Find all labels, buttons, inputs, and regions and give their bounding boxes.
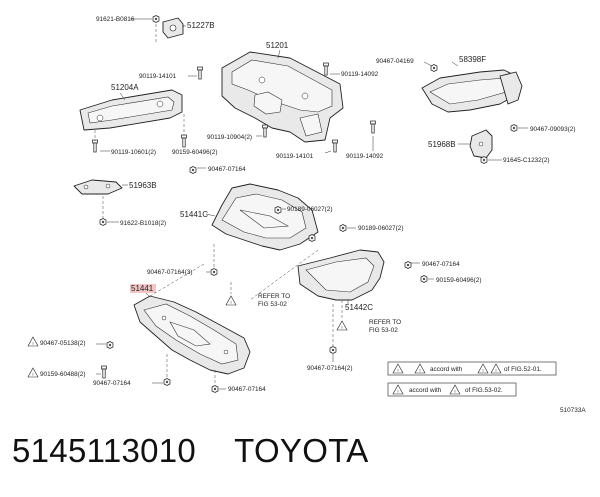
refer-label-right-line2: FIG 53-02	[369, 327, 398, 334]
label-90119-14101: 90119-14101	[139, 73, 177, 80]
label-90119-10904: 90119-10904(2)	[207, 134, 252, 141]
figure-code: 510733A	[560, 407, 586, 414]
bolt-90119-10601	[92, 130, 110, 153]
label-90467-04169: 90467-04169	[376, 58, 414, 65]
legend-row1-accord: accord with	[430, 366, 463, 373]
label-90159-60496-a: 90159-60496(2)	[172, 149, 217, 156]
legend-row1-fig: of FIG.52-01.	[504, 366, 542, 373]
clip-90467-07164-d	[152, 354, 171, 386]
label-51441: 51441	[131, 284, 154, 293]
bracket-51968b	[458, 129, 493, 159]
under-cover-51442c	[297, 249, 385, 304]
clip-90467-07164-b	[206, 244, 218, 276]
clip-90467-04169	[423, 61, 438, 72]
legend-box: accord with of FIG.52-01. accord with of…	[387, 361, 557, 397]
bolt-90119-14101	[188, 66, 203, 80]
legend-row2-accord: accord with	[409, 387, 442, 394]
label-90119-14092-b: 90119-14092	[346, 153, 384, 160]
label-90159-60488: 90159-60488(2)	[40, 371, 85, 378]
label-90467-05138: 90467-05138(2)	[40, 340, 85, 347]
label-90189-06027-b: 90189-06027(2)	[358, 225, 403, 232]
label-51227b: 51227B	[187, 21, 215, 30]
clip-90467-09093	[510, 124, 528, 132]
clip-90189-06027-b	[308, 224, 356, 242]
bolt-90119-14092	[323, 62, 340, 76]
crossmember-51201	[221, 49, 344, 143]
bolt-90119-14092-b	[370, 120, 376, 151]
label-51963b: 51963B	[129, 181, 157, 190]
refer-label-left-line2: FIG 53-02	[258, 301, 287, 308]
under-cover-51441c	[205, 183, 319, 251]
label-51441c: 51441C	[180, 210, 208, 219]
clip-90467-07164-a	[189, 166, 206, 174]
clip-91645-c1232	[480, 156, 502, 164]
label-91621-b0816: 91621-B0816	[96, 16, 135, 23]
bolt-90119-10904	[256, 124, 268, 138]
bolt-90159-60496-b	[420, 275, 434, 283]
bolt-90119-14101-b	[324, 139, 338, 154]
highlight-51441	[130, 284, 156, 293]
label-90467-07164-c: 90467-07164	[422, 261, 460, 268]
legend-row2-fig: of FIG.53-02.	[465, 387, 503, 394]
clip-90467-07164-f	[329, 304, 337, 362]
engine-under-cover-51441	[133, 291, 251, 375]
part-number: 5145113010	[12, 432, 197, 469]
bracket-51963b	[73, 179, 128, 195]
label-90467-07164-e: 90467-07164	[228, 386, 266, 393]
label-90467-07164-a: 90467-07164	[208, 166, 246, 173]
label-90467-07164-b: 90467-07164(3)	[147, 269, 192, 276]
clip-90467-07164-e	[211, 370, 226, 393]
label-91622-b1018: 91622-B1018(2)	[120, 220, 166, 227]
label-90467-09093: 90467-09093(2)	[530, 126, 575, 133]
label-90119-14101-b: 90119-14101	[276, 153, 314, 160]
label-90159-60496-b: 90159-60496(2)	[436, 277, 481, 284]
label-90119-14092: 90119-14092	[341, 71, 379, 78]
nut-91622-b1018	[99, 196, 119, 226]
parts-diagram: ! 91621-B0816 51227B 51201 90119-14101 9…	[27, 15, 586, 414]
part-brand: TOYOTA	[234, 432, 369, 469]
refer-fig53-02-left	[225, 282, 237, 306]
clip-90467-05138	[27, 336, 114, 349]
part-title: 5145113010 TOYOTA	[12, 432, 369, 470]
label-51968b: 51968B	[428, 140, 456, 149]
label-51204a: 51204A	[111, 83, 139, 92]
refer-label-right-line1: REFER TO	[369, 319, 401, 326]
label-90467-07164-f: 90467-07164(2)	[307, 365, 352, 372]
label-90119-10601: 90119-10601(2)	[111, 149, 156, 156]
bolt-90159-60488	[27, 365, 107, 379]
bracket-58398f	[421, 61, 523, 113]
label-91645-c1232: 91645-C1232(2)	[503, 157, 550, 164]
clip-90189-06027-a	[274, 206, 286, 214]
brace-51204a	[79, 89, 183, 131]
label-58398f: 58398F	[459, 55, 486, 64]
mount-bracket-51227b	[130, 15, 186, 42]
refer-fig53-02-right	[336, 300, 348, 331]
label-51201: 51201	[266, 41, 289, 50]
clip-90467-07164-c	[404, 261, 420, 269]
label-90467-07164-d: 90467-07164	[93, 380, 131, 387]
label-51442c: 51442C	[345, 303, 373, 312]
refer-label-left-line1: REFER TO	[258, 293, 290, 300]
bolt-90159-60496-a	[181, 114, 187, 148]
label-90189-06027-a: 90189-06027(2)	[287, 206, 332, 213]
